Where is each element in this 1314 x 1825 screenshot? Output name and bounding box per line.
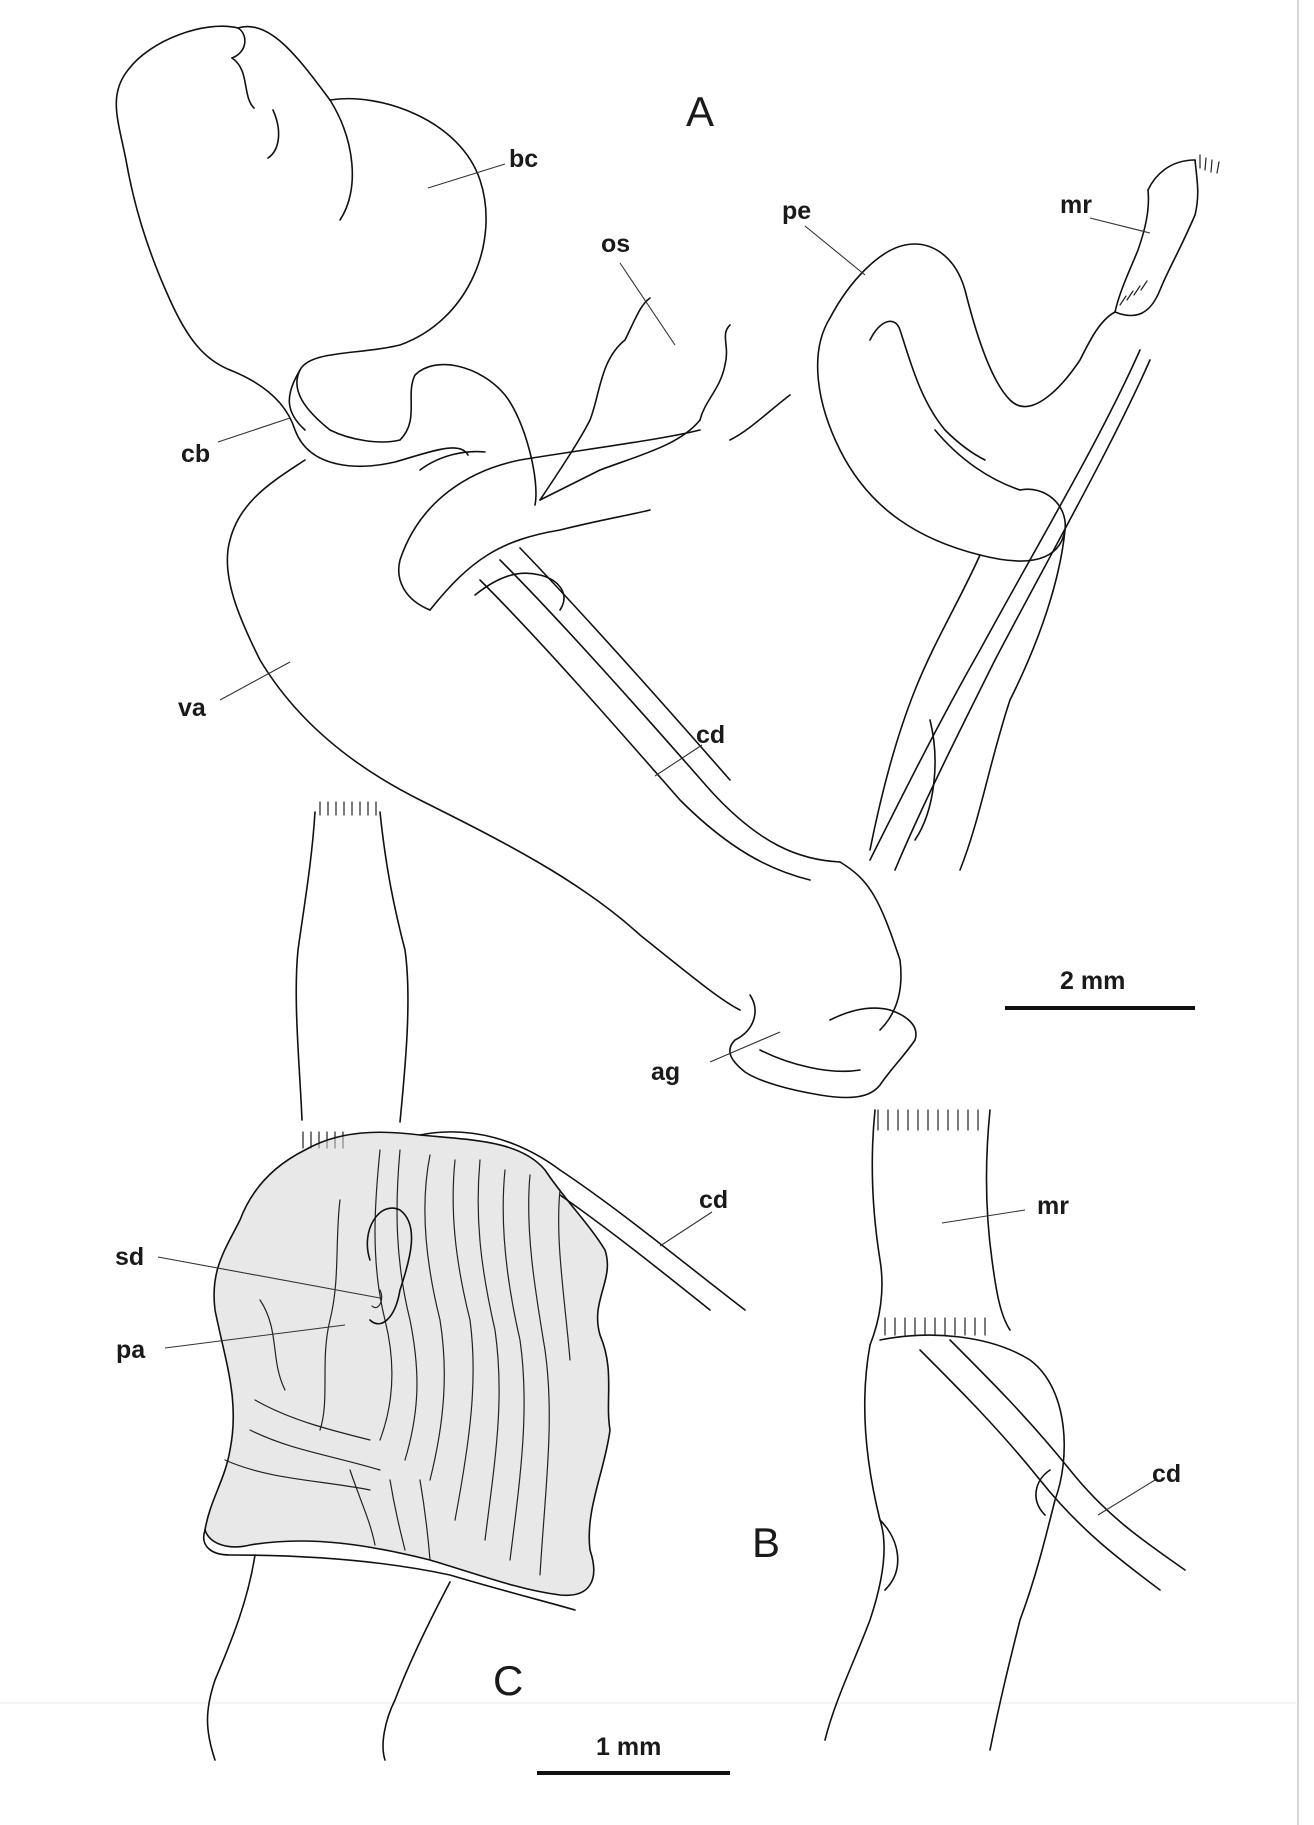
label-pa: pa <box>116 1336 146 1364</box>
panel-label-c: C <box>493 1657 523 1704</box>
label-va: va <box>178 694 207 722</box>
label-cd-b: cd <box>699 1186 728 1214</box>
label-cd-a: cd <box>696 721 725 749</box>
label-mr-c: mr <box>1037 1192 1069 1220</box>
label-pe: pe <box>782 197 811 225</box>
label-cd-c: cd <box>1152 1460 1181 1488</box>
label-bc: bc <box>509 145 538 173</box>
label-os: os <box>601 230 630 258</box>
label-cb: cb <box>181 440 210 468</box>
panel-label-a: A <box>686 88 714 135</box>
scale-bar-top-label: 2 mm <box>1060 967 1125 995</box>
label-ag: ag <box>651 1058 680 1086</box>
scale-bar-bottom-label: 1 mm <box>596 1733 661 1761</box>
label-mr-a: mr <box>1060 191 1092 219</box>
panel-label-b: B <box>752 1519 780 1566</box>
label-sd: sd <box>115 1243 144 1271</box>
